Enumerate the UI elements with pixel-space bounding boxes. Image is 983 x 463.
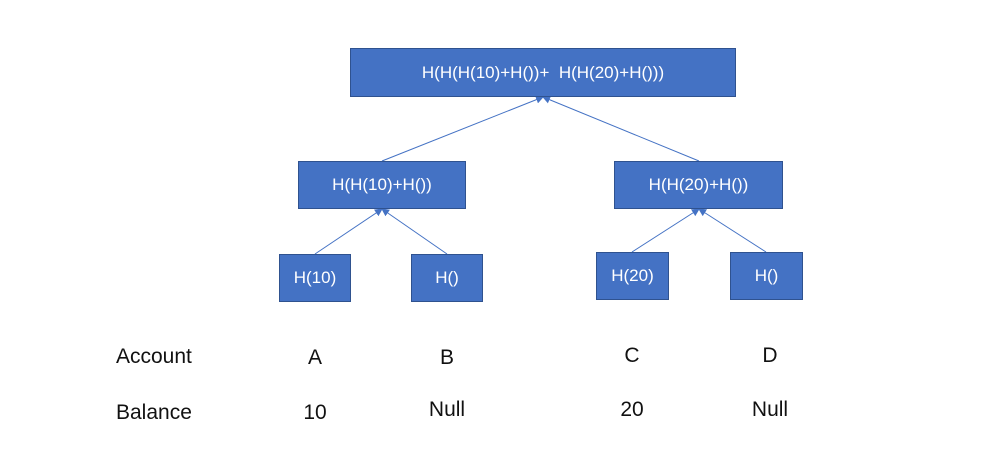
leaf-hash-node-c: H(20) xyxy=(596,252,669,300)
account-c: C xyxy=(624,344,640,367)
right-parent-hash-node: H(H(20)+H()) xyxy=(614,161,783,209)
balance-b: Null xyxy=(428,398,466,421)
edge-right-parent-to-root xyxy=(542,95,700,162)
leaf-hash-node-a: H(10) xyxy=(279,254,351,302)
root-hash-node: H(H(H(10)+H())+ H(H(20)+H())) xyxy=(350,48,736,97)
edge-leaf-a-to-left-parent xyxy=(314,208,383,255)
account-row-label: Account xyxy=(116,345,192,368)
edge-left-parent-to-root xyxy=(381,95,544,162)
balance-row-label: Balance xyxy=(116,401,192,424)
leaf-hash-node-b: H() xyxy=(411,254,483,302)
edge-leaf-d-to-right-parent xyxy=(698,208,767,253)
edge-leaf-b-to-left-parent xyxy=(381,208,448,255)
edge-leaf-c-to-right-parent xyxy=(631,208,700,253)
account-b: B xyxy=(439,346,455,369)
account-d: D xyxy=(762,344,778,367)
left-parent-hash-node: H(H(10)+H()) xyxy=(298,161,466,209)
balance-a: 10 xyxy=(303,401,327,424)
balance-d: Null xyxy=(751,398,789,421)
balance-c: 20 xyxy=(620,398,644,421)
account-a: A xyxy=(307,346,323,369)
leaf-hash-node-d: H() xyxy=(730,252,803,300)
